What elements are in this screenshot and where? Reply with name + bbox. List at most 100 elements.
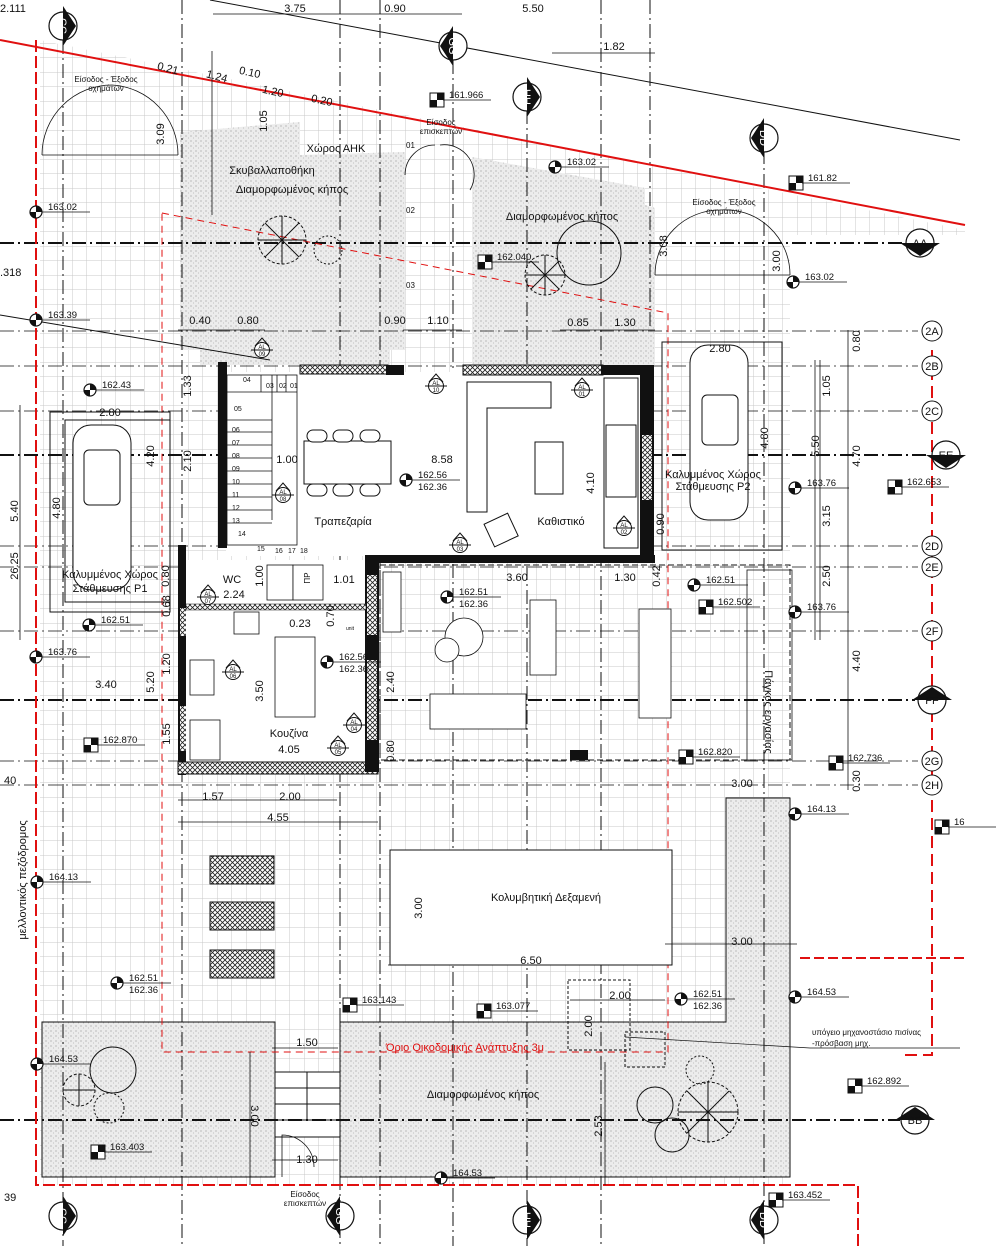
section-marker-icon: HH xyxy=(512,1200,542,1240)
dimension-label: 0.42 xyxy=(651,565,663,586)
level-circle-icon xyxy=(29,313,43,327)
level-value: 163.452 xyxy=(788,1190,822,1201)
dimension-label: 2.80 xyxy=(99,407,120,419)
dimension-label: 3.00 xyxy=(731,936,752,948)
stair-step-number: 11 xyxy=(232,492,239,499)
level-circle-icon xyxy=(440,590,454,604)
elevation-tag-number: 05 xyxy=(335,750,342,756)
vehicle-entrance-1-line1: Είσοδος - Έξοδος xyxy=(74,75,137,84)
level-value: 162.040 xyxy=(497,252,531,263)
room-label-wc: WC xyxy=(223,574,241,586)
dimension-label: 1.30 xyxy=(614,572,635,584)
car-icon xyxy=(72,424,132,591)
dimension-label: 1.20 xyxy=(261,84,284,100)
room-label-garden-nw: Διαμορφωμένος κήπος xyxy=(236,184,348,196)
dimension-label: 0.10 xyxy=(238,65,261,81)
tree-icon xyxy=(524,220,622,296)
dimension-label: 5.50 xyxy=(522,3,543,15)
section-label: GG xyxy=(446,37,458,54)
grid-axis-label: 2G xyxy=(925,756,940,768)
dimension-label: 3.40 xyxy=(95,679,116,691)
level-marker: 162.653 xyxy=(887,477,949,495)
level-marker: 163.077 xyxy=(476,1001,538,1019)
level-circle-icon xyxy=(110,976,124,990)
dining-table xyxy=(303,429,392,497)
level-value: 164.13 xyxy=(49,872,78,883)
grid-axis-label: 2B xyxy=(925,361,938,373)
section-label: GG xyxy=(333,1207,345,1224)
level-marker: 163.02 xyxy=(29,202,90,219)
room-area-kitchen: 4.05 xyxy=(278,744,299,756)
level-marker: 164.13 xyxy=(788,804,849,821)
future-footpath-label: μελλοντικός πεζόδρομος xyxy=(17,820,29,939)
level-marker: 164.53 xyxy=(788,987,849,1004)
wall xyxy=(177,761,379,775)
elevation-tag-code: AL xyxy=(432,381,440,387)
level-marker: 162.502 xyxy=(698,597,760,615)
dimension-label: 1.55 xyxy=(161,723,173,744)
section-label: CC xyxy=(56,1208,68,1224)
dimension-label: 1.10 xyxy=(427,315,448,327)
elevation-tag-code: AL xyxy=(578,385,586,391)
dimension-label: 3.00 xyxy=(413,897,425,918)
gate-mark: 03 xyxy=(406,281,415,290)
dimension-label: 3.00 xyxy=(248,1105,260,1126)
visitor-entrance-top-line1: Είσοδος xyxy=(426,118,455,127)
property-boundary xyxy=(0,39,966,1246)
sofa xyxy=(466,377,639,549)
level-value: 164.53 xyxy=(807,987,836,998)
level-marker: 163.76 xyxy=(788,602,849,619)
dimension-label: 40 xyxy=(4,775,16,787)
parking-p1-line1: Καλυμμένος Χώρος xyxy=(62,569,158,581)
dimension-label: 1.57 xyxy=(202,791,223,803)
dimension-label: 2.00 xyxy=(609,990,630,1002)
dimension-label: 3.50 xyxy=(254,680,266,701)
parking-p2-line1: Καλυμμένος Χώρος xyxy=(665,469,761,481)
level-marker: 162.892 xyxy=(847,1076,909,1094)
level-value: 162.736 xyxy=(848,753,882,764)
level-marker: 163.76 xyxy=(29,647,90,664)
stair-step-number: 14 xyxy=(238,531,246,538)
dimension-label: 1.82 xyxy=(603,41,624,53)
dimension-label: 1.01 xyxy=(333,574,354,586)
dimension-label: 3.08 xyxy=(658,235,670,256)
elevation-tag-number: 06 xyxy=(230,674,237,680)
section-label: CC xyxy=(56,18,68,34)
level-square-icon xyxy=(342,997,358,1013)
level-circle-icon xyxy=(687,578,701,592)
stair-step-number: 06 xyxy=(232,427,240,434)
wall xyxy=(365,555,655,563)
level-square-icon xyxy=(887,479,903,495)
level-square-icon xyxy=(847,1078,863,1094)
level-marker: 161.82 xyxy=(788,173,850,191)
section-marker-icon: BB xyxy=(895,1105,935,1135)
level-marker: 163.76 xyxy=(788,478,849,495)
level-value: 162.36 xyxy=(459,599,488,610)
dimension-label: 0.90 xyxy=(384,315,405,327)
gate-mark: 02 xyxy=(406,206,415,215)
stair-step-number: 16 xyxy=(275,548,283,555)
level-value: 162.43 xyxy=(102,380,131,391)
dimension-label: 1.00 xyxy=(276,454,297,466)
dimension-label: 3.60 xyxy=(506,572,527,584)
wall xyxy=(386,365,404,375)
level-circle-icon xyxy=(82,618,96,632)
visitor-entrance-top-line2: επισκεπτών xyxy=(420,127,462,136)
dimension-label: 0.23 xyxy=(289,618,310,630)
stair-step-number: 02 xyxy=(279,383,287,390)
fridge-label: ΠΡ xyxy=(303,572,312,583)
level-value: 162.51 xyxy=(706,575,735,586)
level-value: 162.653 xyxy=(907,477,941,488)
level-circle-icon xyxy=(83,383,97,397)
elevation-tag-code: AL xyxy=(334,743,342,749)
section-label: BB xyxy=(908,1115,923,1127)
level-circle-icon xyxy=(788,605,802,619)
garage-p1 xyxy=(49,411,171,613)
section-marker-icon: AA xyxy=(900,228,940,258)
